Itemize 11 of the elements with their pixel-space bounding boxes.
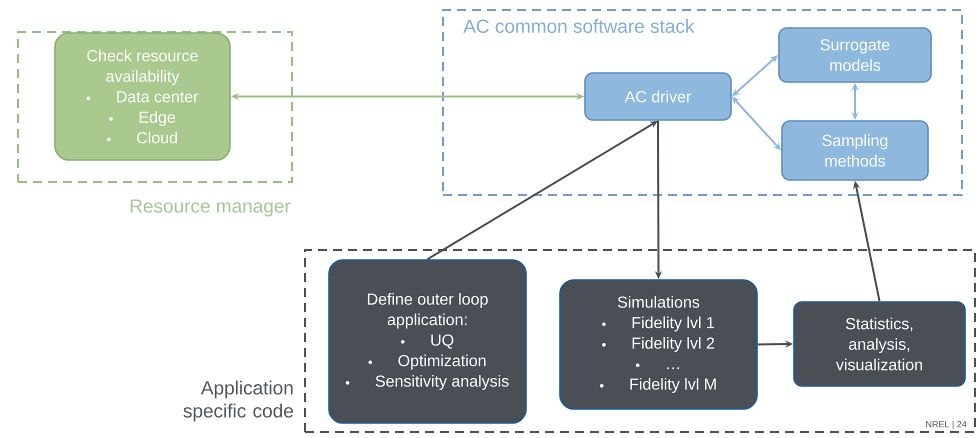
group-title: Resource manager xyxy=(130,200,290,216)
group-title: AC common software stack xyxy=(463,19,694,33)
rounded-box: Check resource availability Data center Edge Cloud xyxy=(54,32,231,161)
rounded-box: Simulations Fidelity lvl 1 Fidelity lvl 2 … Fidelity lvl M xyxy=(559,279,758,410)
rounded-box: Statistics, analysis, visualization xyxy=(793,301,966,387)
rounded-box: Surrogate models xyxy=(778,27,932,83)
page-footer: NREL | 24 xyxy=(924,420,968,430)
rounded-box: AC driver xyxy=(584,72,732,121)
rounded-box: Sampling methods xyxy=(781,120,929,181)
group-title: Application specific code xyxy=(183,380,293,422)
rounded-box: Define outer loop application: UQ Optimization Sensitivity analysis xyxy=(328,259,527,424)
